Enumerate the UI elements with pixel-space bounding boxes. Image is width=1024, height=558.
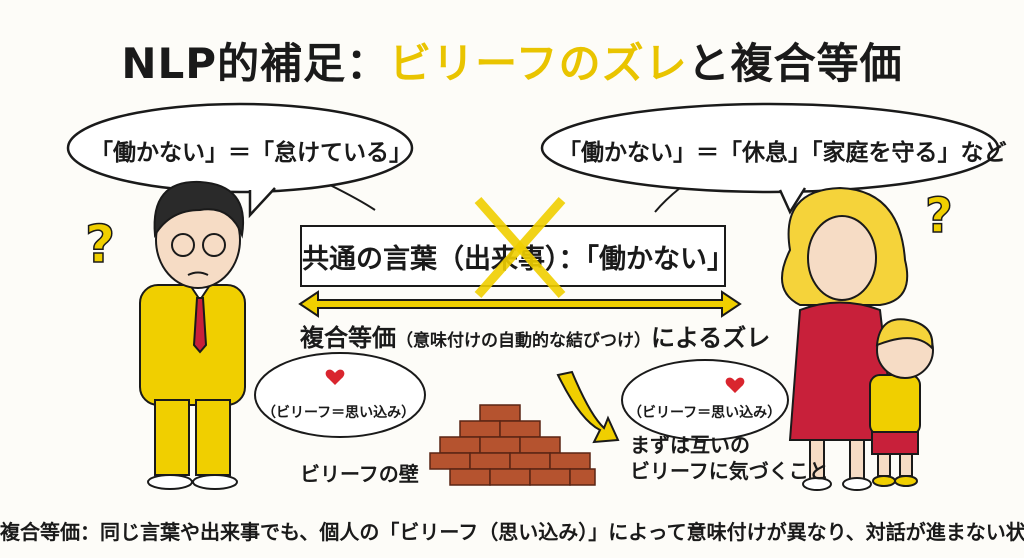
advice-line-1: まずは互いの	[630, 433, 750, 457]
double-arrow	[298, 290, 742, 318]
brick-wall	[429, 404, 596, 486]
cross-mark-icon	[474, 197, 566, 298]
right-speech-bubble	[540, 102, 1000, 215]
advice-line-2: ビリーフに気づくこと	[630, 459, 829, 483]
left-thought-text: （ビリーフ＝思い込み）	[262, 405, 416, 421]
curved-arrow	[556, 370, 620, 444]
page-title: NLP的補足：ビリーフのズレと複合等価	[0, 30, 1024, 91]
mismatch-main: 複合等価	[300, 324, 396, 352]
mismatch-label: 複合等価（意味付けの自動的な結びつけ）によるズレ	[300, 318, 770, 353]
mismatch-tail: によるズレ	[651, 324, 771, 352]
title-prefix: NLP的補足：	[121, 39, 390, 88]
left-speech-bubble	[66, 102, 414, 219]
advice-text: まずは互いのビリーフに気づくこと	[630, 432, 829, 484]
woman-figure	[781, 186, 909, 491]
left-speech-text: 「働かない」＝「怠けている」	[90, 140, 412, 166]
wall-label: ビリーフの壁	[300, 462, 419, 486]
left-thought-bubble	[254, 352, 426, 438]
mismatch-note: （意味付けの自動的な結びつけ）	[396, 331, 651, 351]
question-mark-icon: ?	[85, 215, 115, 275]
child-figure	[869, 318, 934, 487]
right-thought-text: （ビリーフ＝思い込み）	[628, 405, 782, 421]
title-suffix: と複合等価	[687, 39, 903, 88]
right-speech-text: 「働かない」＝「休息」「家庭を守る」など	[558, 140, 1007, 166]
man-figure	[139, 180, 246, 490]
title-highlight: ビリーフのズレ	[389, 39, 688, 88]
footer-definition: 複合等価：同じ言葉や出来事でも、個人の「ビリーフ（思い込み）」によって意味付けが…	[0, 520, 1024, 544]
right-thought-bubble	[621, 359, 789, 441]
question-mark-icon: ?	[925, 188, 953, 244]
